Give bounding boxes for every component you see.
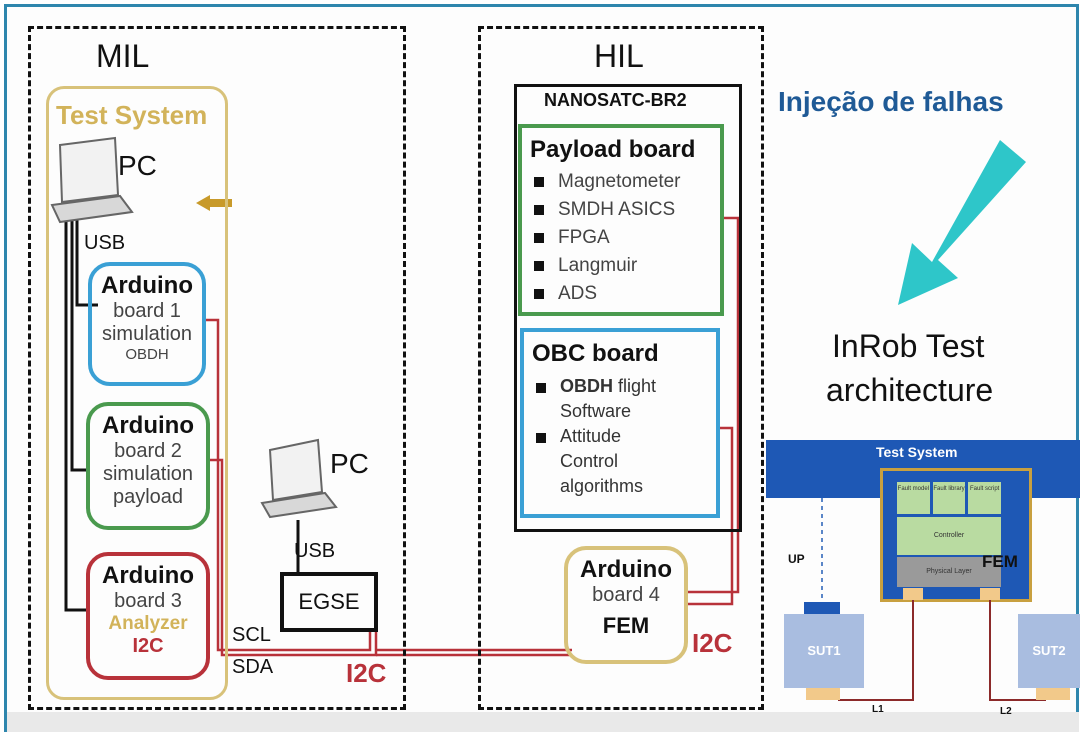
usb-label: USB [84,232,126,254]
board4-line1: board 4 [592,584,660,606]
arduino-board-1: Arduino board 1 simulation OBDH [88,262,206,386]
egse-i2c-label: I2C [346,658,387,688]
payload-item: ADS [530,280,720,308]
obc-item-line3: algorithms [560,476,644,496]
arduino-board-3: Arduino board 3 Analyzer I2C [86,552,210,680]
mini-fem-label: FEM [982,552,1018,571]
arduino-board-4: Arduino board 4 FEM [564,546,688,664]
board1-name: Arduino [101,272,193,299]
mini-controller: Controller [897,517,1001,555]
mini-test-system-label: Test System [876,444,958,460]
bottom-strip [7,712,1079,732]
i2c-wire-2 [210,458,378,657]
obc-item-rest: Attitude [560,426,622,446]
payload-list: Magnetometer SMDH ASICS FPGA Langmuir AD… [530,168,720,308]
arch-title-line2: architecture [826,372,994,408]
board2-name: Arduino [102,412,194,439]
board1-line1: board 1 [113,300,181,322]
obc-board: OBC board OBDH flight Software Attitude … [520,328,720,518]
board3-line3: I2C [132,635,164,657]
mini-connector-2 [980,588,1000,600]
obc-list: OBDH flight Software Attitude Control al… [532,374,716,499]
payload-item: FPGA [530,224,720,252]
arch-title-line1: InRob Test [832,328,985,364]
mini-sut1: SUT1 [784,614,864,688]
payload-item: Langmuir [530,252,720,280]
payload-item: Magnetometer [530,168,720,196]
obc-item-line2: Control [560,451,619,471]
mini-l2-label: L2 [1000,706,1012,717]
obc-item: OBDH flight Software [532,374,716,424]
i2c-wire-1 [205,318,372,652]
arduino-board-2: Arduino board 2 simulation payload [86,402,210,530]
usb-wire-board2 [70,215,90,472]
board2-line1: board 2 [114,440,182,462]
nanosat-box [514,84,742,532]
mini-connector-1 [903,588,923,600]
board3-line1: board 3 [114,590,182,612]
egse-box: EGSE [280,572,378,632]
mil-title: MIL [96,38,150,74]
payload-item: SMDH ASICS [530,196,720,224]
board3-name: Arduino [102,562,194,589]
board4-line2: FEM [602,613,650,638]
payload-title: Payload board [530,136,696,163]
payload-board: Payload board Magnetometer SMDH ASICS FP… [518,124,724,316]
usb-wire-board3 [64,215,90,612]
obc-item-bold: OBDH [560,376,613,396]
board4-name: Arduino [580,556,672,583]
mini-fault-model: Fault model [897,482,930,514]
mini-sut2-bottom [1036,688,1070,700]
board2-line3: payload [112,486,184,508]
mini-fault-row: Fault model Fault library Fault script [897,482,1002,514]
obc-item-line2: Software [560,401,632,421]
laptop-icon [50,136,134,224]
hil-box [478,26,764,710]
mini-sut2: SUT2 [1018,614,1080,688]
i2c-wire-payload [686,216,740,594]
egse-usb-label: USB [294,540,336,562]
test-system-box [46,86,228,700]
mini-sut1-bottom [806,688,840,700]
mini-fault-library: Fault library [932,482,966,514]
obc-item: Attitude Control algorithms [532,424,716,499]
mini-sut1-connector [804,602,840,614]
mini-up-label: UP [788,552,805,566]
laptop-icon [260,438,338,519]
board1-line3: OBDH [125,346,169,363]
fault-injection-title: Injeção de falhas [778,86,1004,117]
board2-line2: simulation [102,463,194,485]
arrow-down-left-icon [898,140,1026,305]
mini-l1-label: L1 [872,704,884,715]
mil-box [28,26,406,710]
scl-label: SCL [232,624,271,646]
hil-title: HIL [594,38,644,74]
egse-pc-label: PC [330,448,369,479]
arrow-left-icon [196,195,232,211]
mini-fault-script: Fault script [968,482,1002,514]
test-system-title: Test System [56,100,208,130]
mini-physical-layer: Physical Layer [897,557,1001,587]
obc-item-rest: flight [613,376,657,396]
board1-line2: simulation [101,323,193,345]
nanosat-title: NANOSATC-BR2 [544,90,687,110]
pc-label: PC [118,150,157,181]
board3-line2: Analyzer [108,613,188,634]
i2c-wire-obc [686,426,734,606]
sda-label: SDA [232,656,274,678]
obc-title: OBC board [532,340,659,367]
egse-label: EGSE [298,589,360,614]
board4-i2c-label: I2C [692,628,733,658]
